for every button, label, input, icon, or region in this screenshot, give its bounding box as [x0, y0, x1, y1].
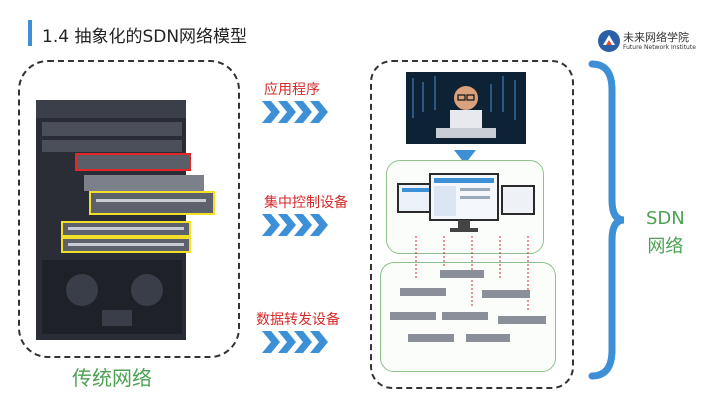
sdn-network-box [370, 60, 574, 389]
chevron-down-icon [454, 150, 476, 164]
label-application: 应用程序 [264, 82, 320, 98]
arrow-right-icon [262, 214, 328, 236]
page-title: 1.4 抽象化的SDN网络模型 [42, 27, 248, 47]
logo-subtitle: Future Network Institute [623, 44, 696, 51]
logo-name: 未来网络学院 [623, 31, 689, 44]
forwarding-switches-image [390, 236, 546, 342]
logo-icon [598, 30, 620, 52]
sdn-caption-line2: 网络 [647, 236, 684, 257]
sdn-caption-line1: SDN [646, 208, 685, 229]
traditional-network-caption: 传统网络 [72, 366, 152, 390]
logo: 未来网络学院 Future Network Institute [597, 27, 719, 57]
controller-monitors-image [397, 173, 535, 232]
label-central-controller: 集中控制设备 [264, 195, 348, 211]
arrow-right-icon [262, 101, 328, 123]
sdn-network-caption: SDN 网络 [646, 205, 685, 261]
switch-chassis-image [36, 100, 215, 340]
sdn-brace-icon [588, 60, 625, 380]
title-accent-bar [28, 20, 32, 46]
arrow-right-icon [262, 331, 328, 353]
traditional-network-box [18, 60, 240, 358]
label-forwarding-devices: 数据转发设备 [256, 312, 340, 328]
application-user-image [406, 72, 526, 144]
